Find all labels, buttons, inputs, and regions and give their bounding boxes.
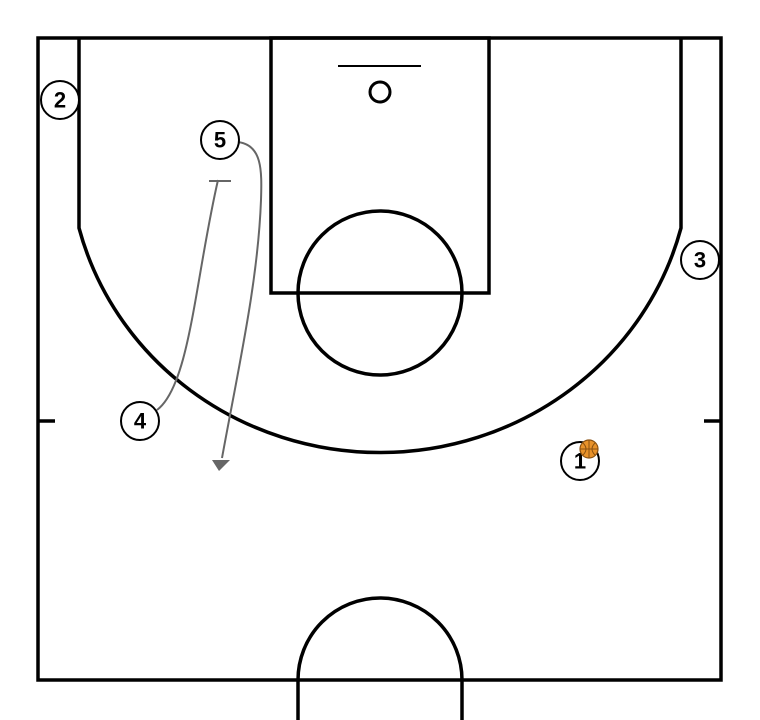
free-throw-circle: [296, 209, 464, 377]
player-5: 5: [200, 120, 240, 160]
player-3-marker: [680, 240, 720, 280]
center-circle: [296, 596, 464, 720]
movement-lines: [156, 141, 263, 471]
player-5-label: 5: [214, 128, 226, 153]
court-boundary: [36, 36, 723, 682]
player-5-cut-arrowhead: [212, 460, 230, 471]
player-4: 4: [120, 401, 160, 441]
ball-icon: [579, 439, 599, 459]
player-3: 3: [680, 240, 720, 280]
player-3-label: 3: [694, 248, 706, 273]
paint-area: [269, 36, 491, 295]
three-point-line: [77, 38, 683, 455]
basket-rim: [368, 80, 392, 104]
player-4-marker: [120, 401, 160, 441]
player-4-label: 4: [134, 409, 147, 434]
player-5-marker: [200, 120, 240, 160]
player-2-label: 2: [54, 88, 66, 113]
player-4-screen-path: [156, 179, 219, 411]
player-2-marker: [40, 80, 80, 120]
player-2: 2: [40, 80, 80, 120]
court-lines: [36, 36, 723, 720]
player-5-cut-path: [221, 141, 263, 459]
